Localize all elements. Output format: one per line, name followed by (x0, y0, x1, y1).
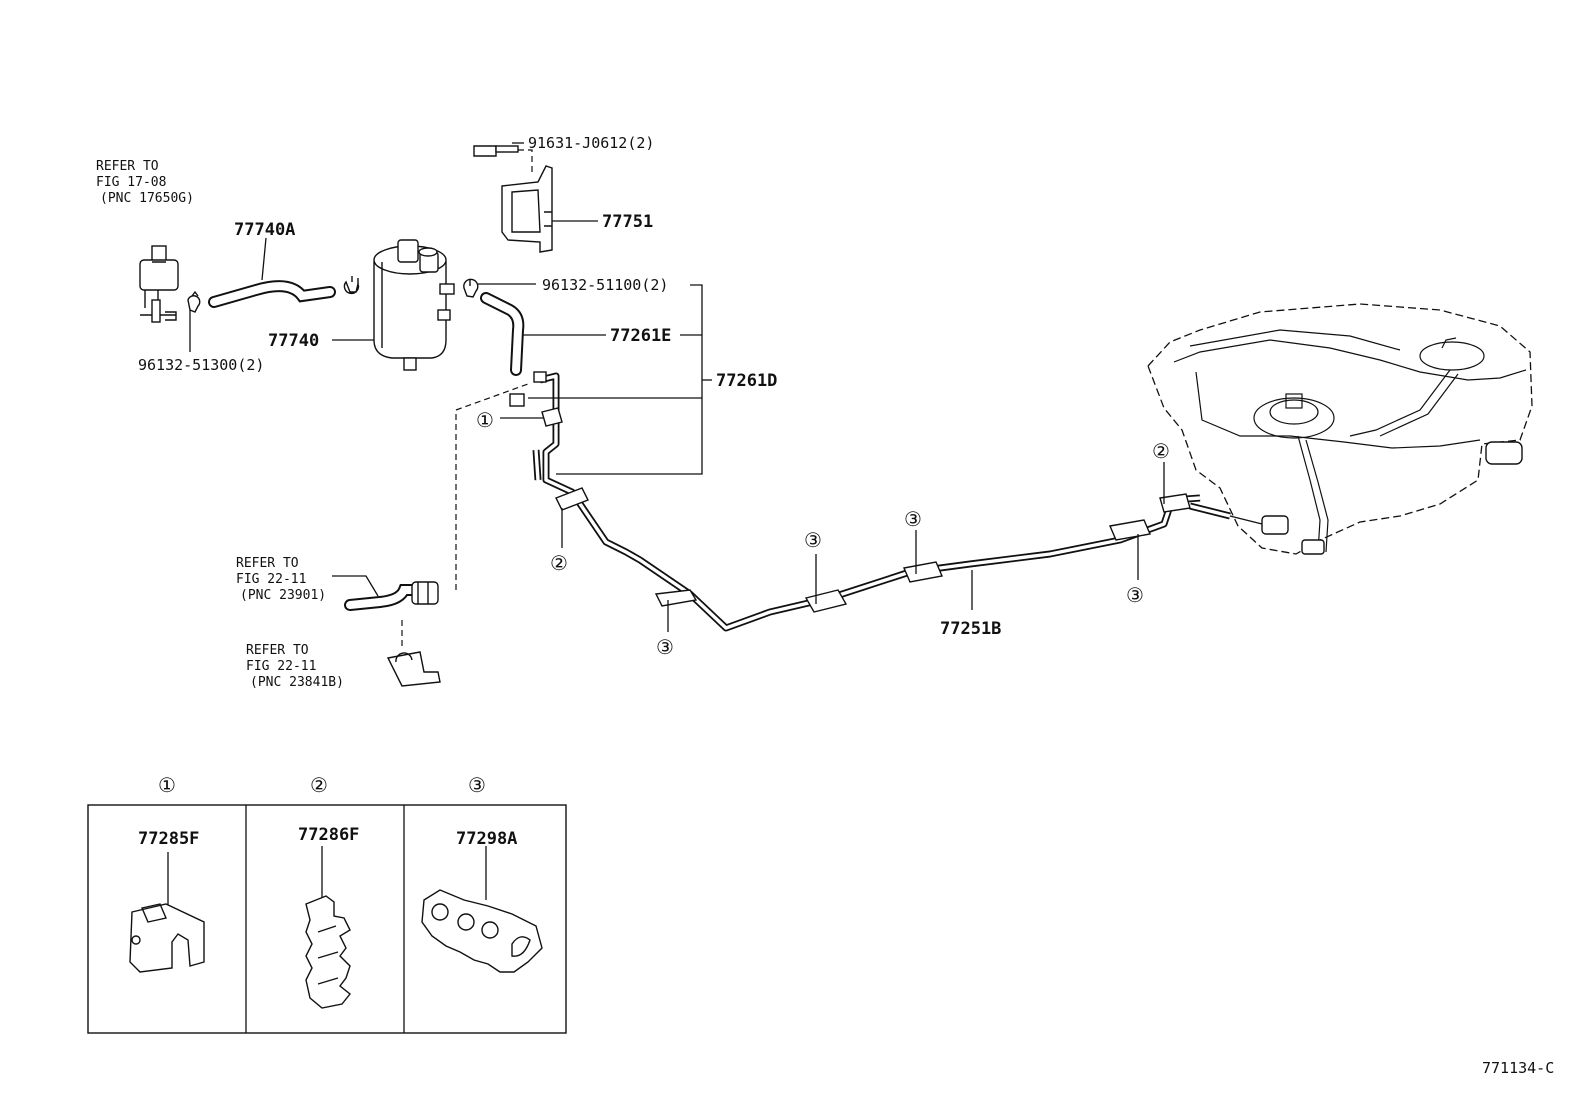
clip-two-drawing (305, 846, 351, 1009)
svg-text:FIG 22-11: FIG 22-11 (246, 659, 316, 674)
svg-text:FIG 17-08: FIG 17-08 (96, 175, 166, 190)
vsv-valve (139, 245, 179, 323)
fuel-hose-connector (344, 581, 439, 611)
svg-text:REFER TO: REFER TO (246, 643, 309, 658)
canister-bracket (473, 145, 553, 253)
clip-three-drawing (421, 846, 543, 973)
tube-clamps (541, 407, 1191, 613)
marker-one: ① (476, 408, 494, 432)
callout-tube-assy: 77261D (716, 371, 777, 391)
svg-text:(PNC 17650G): (PNC 17650G) (100, 191, 194, 206)
refer-hose: REFER TO FIG 22-11 (PNC 23901) (236, 556, 326, 603)
legend-marker-one: ① (158, 773, 176, 797)
legend-part-one: 77285F (138, 829, 199, 849)
legend-part-three: 77298A (456, 829, 517, 849)
svg-text:FIG 22-11: FIG 22-11 (236, 572, 306, 587)
callout-canister: 77740 (268, 331, 319, 351)
leader-lines (189, 142, 1165, 632)
callout-clip-small: 96132-51300(2) (138, 356, 264, 374)
svg-text:REFER TO: REFER TO (96, 159, 159, 174)
fuel-tank (1147, 303, 1533, 555)
charcoal-canister (373, 239, 455, 371)
clip-small (187, 290, 201, 313)
callout-bracket: 77751 (602, 212, 653, 232)
callout-hose-e: 77261E (610, 326, 671, 346)
callout-bolt: 91631-J0612(2) (528, 134, 654, 152)
callout-main-tube: 77251B (940, 619, 1001, 639)
tube-clamp (386, 651, 441, 687)
hose-e (480, 292, 525, 376)
marker-two-right: ② (1152, 439, 1170, 463)
clamp-legend: ① ② ③ 77285F 77286F 77298A (87, 773, 567, 1034)
legend-part-two: 77286F (298, 825, 359, 845)
legend-marker-three: ③ (468, 773, 486, 797)
clip-hose-end (343, 276, 360, 295)
marker-three-b: ③ (804, 528, 822, 552)
clip-canister (463, 278, 479, 298)
svg-text:(PNC 23901): (PNC 23901) (240, 588, 326, 603)
legend-marker-two: ② (310, 773, 328, 797)
figure-code: 771134-C (1482, 1059, 1554, 1077)
hose-canister (208, 280, 336, 308)
refer-clamp: REFER TO FIG 22-11 (PNC 23841B) (246, 643, 344, 690)
refer-vsv: REFER TO FIG 17-08 (PNC 17650G) (96, 159, 194, 206)
marker-two-left: ② (550, 551, 568, 575)
svg-text:(PNC 23841B): (PNC 23841B) (250, 675, 344, 690)
callout-hose-canister: 77740A (234, 220, 295, 240)
svg-text:REFER TO: REFER TO (236, 556, 299, 571)
clip-one-drawing (129, 852, 205, 973)
marker-three-d: ③ (1126, 583, 1144, 607)
marker-three-c: ③ (904, 507, 922, 531)
callout-clip-pair: 96132-51100(2) (542, 276, 668, 294)
marker-three-a: ③ (656, 635, 674, 659)
evap-tube (509, 371, 1231, 632)
